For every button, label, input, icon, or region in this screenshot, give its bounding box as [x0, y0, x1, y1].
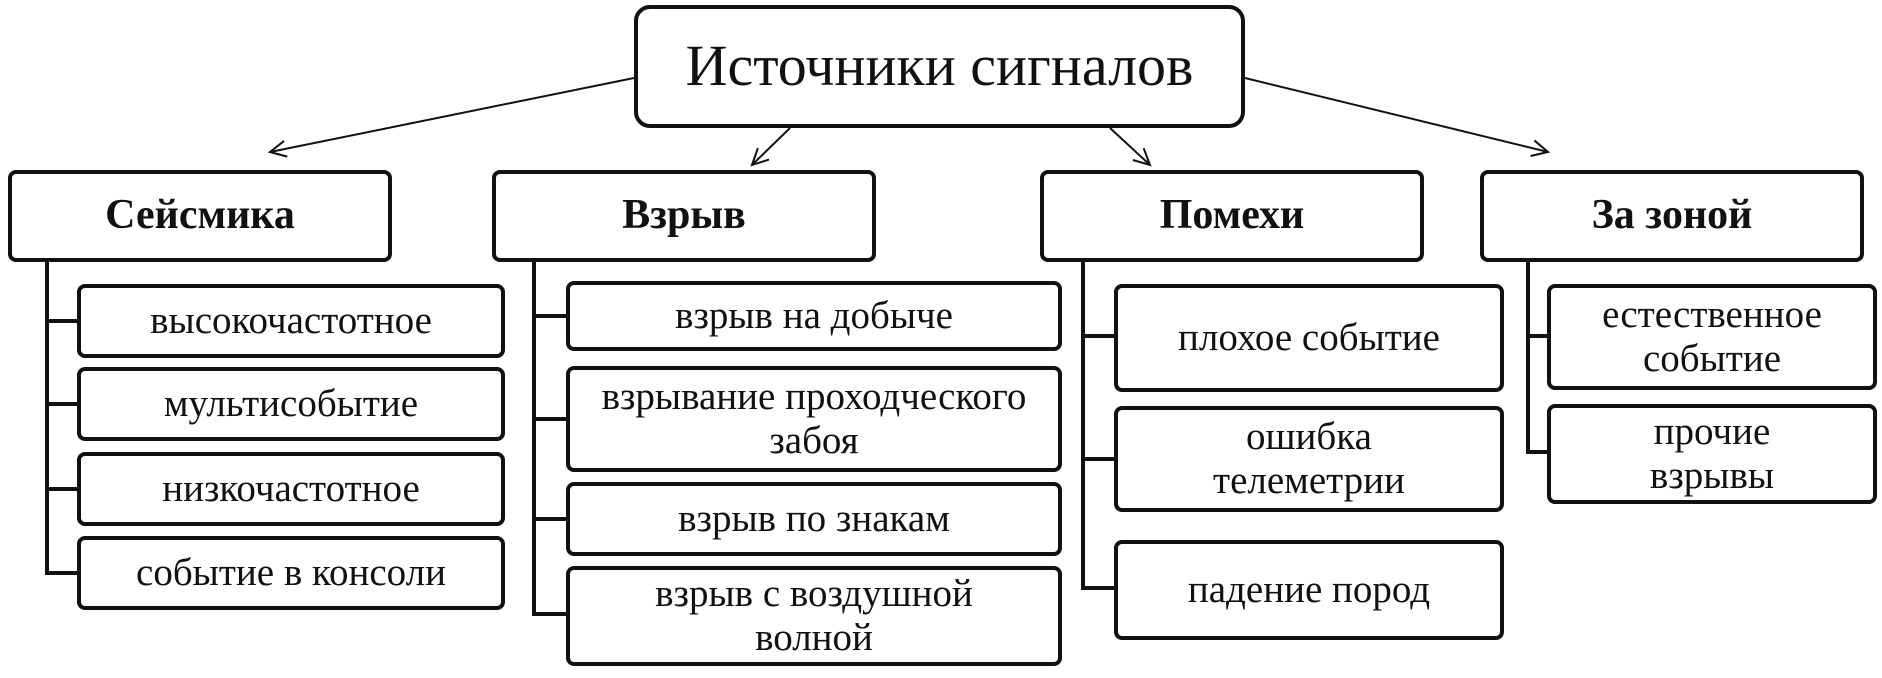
item-vzryv-2: взрывание проходческого забоя — [566, 366, 1062, 472]
item-seismika-3: низкочастотное — [77, 452, 505, 526]
arrow-to-vzryv — [752, 127, 791, 165]
arrow-to-za-zonoy — [1244, 77, 1548, 152]
item-pomehi-2: ошибка телеметрии — [1114, 406, 1504, 512]
arrow-to-pomehi — [1109, 127, 1150, 165]
item-pomehi-1: плохое событие — [1114, 284, 1504, 392]
category-label: Помехи — [1159, 192, 1305, 239]
item-seismika-4: событие в консоли — [77, 536, 505, 610]
item-za-zonoy-1: естественное событие — [1547, 284, 1877, 390]
item-vzryv-1: взрыв на добыче — [566, 281, 1062, 351]
item-vzryv-3: взрыв по знакам — [566, 482, 1062, 556]
item-pomehi-3: падение пород — [1114, 540, 1504, 640]
category-seismika: Сейсмика — [8, 170, 392, 262]
category-vzryv: Взрыв — [492, 170, 876, 262]
item-za-zonoy-2: прочие взрывы — [1547, 404, 1877, 504]
arrow-to-seismika — [270, 77, 635, 152]
category-label: Взрыв — [622, 192, 746, 239]
category-label: Сейсмика — [105, 192, 295, 239]
item-vzryv-4: взрыв с воздушной волной — [566, 566, 1062, 666]
item-seismika-1: высокочастотное — [77, 284, 505, 358]
root-node: Источники сигналов — [634, 5, 1245, 128]
item-seismika-2: мультисобытие — [77, 367, 505, 441]
category-za-zonoy: За зоной — [1480, 170, 1864, 262]
category-pomehi: Помехи — [1040, 170, 1424, 262]
root-label: Источники сигналов — [685, 33, 1194, 99]
category-label: За зоной — [1591, 192, 1753, 239]
